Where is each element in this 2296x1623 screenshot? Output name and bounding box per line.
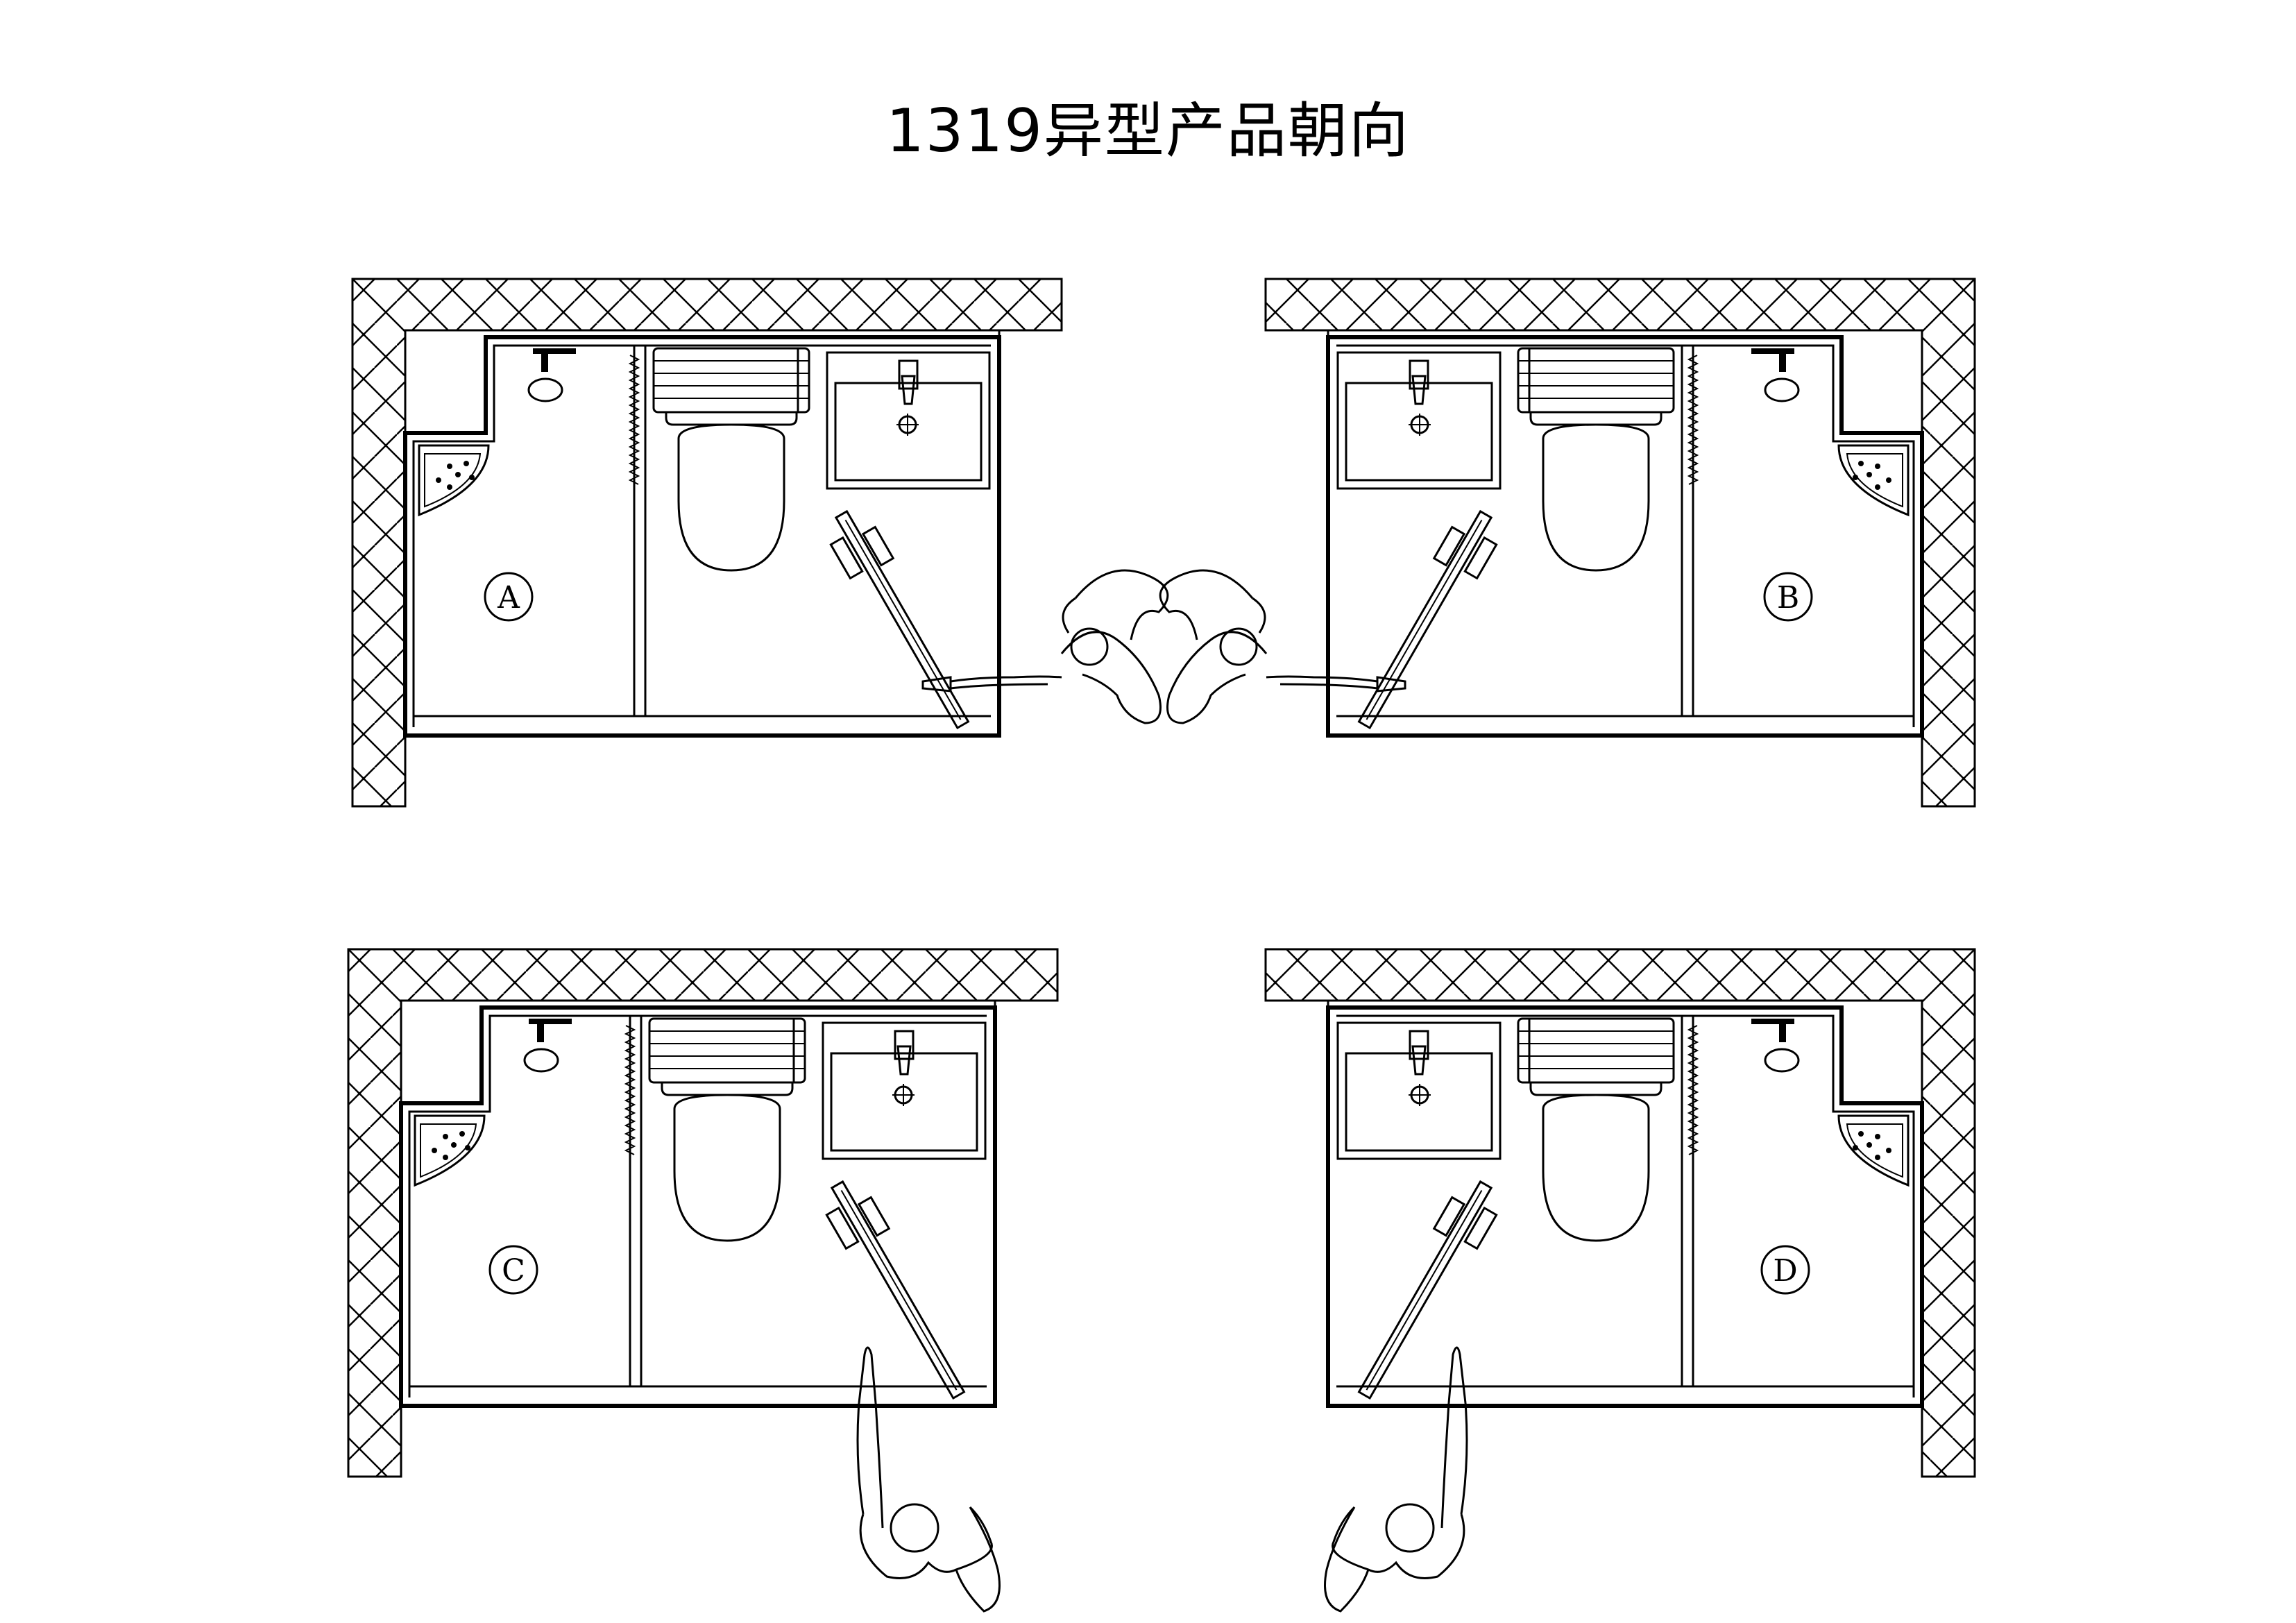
label-circle-d [1760, 1245, 1810, 1295]
person-b-icon [1159, 569, 1406, 724]
label-circle-c [488, 1245, 538, 1295]
orientation-d: D [1266, 949, 1975, 1613]
orientation-b: B [1159, 279, 1975, 806]
label-circle-a [484, 572, 534, 622]
label-a: A [497, 580, 520, 615]
page-title: 1319异型产品朝向 [886, 96, 1410, 166]
label-d: D [1773, 1253, 1797, 1289]
label-circle-b [1763, 572, 1813, 622]
label-c: C [502, 1253, 525, 1289]
orientation-c: C [348, 949, 1057, 1613]
person-a-icon [921, 569, 1169, 724]
label-b: B [1777, 580, 1799, 615]
orientation-a: A [352, 279, 1169, 806]
